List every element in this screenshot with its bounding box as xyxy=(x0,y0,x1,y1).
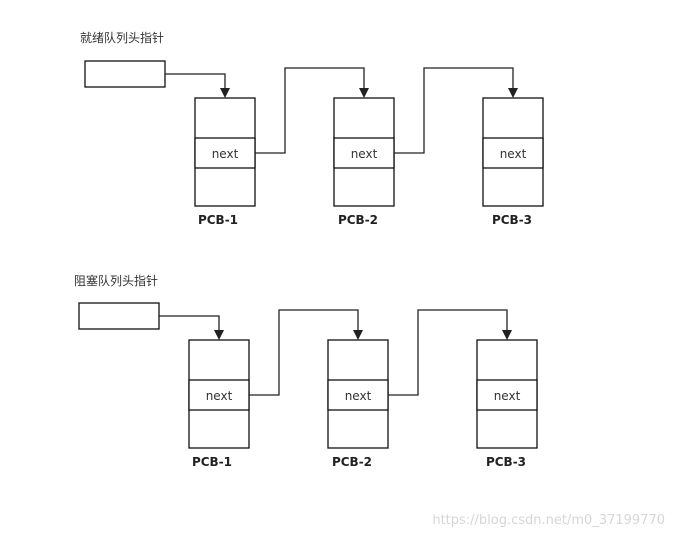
ready-pcb-1: next PCB-1 xyxy=(194,97,256,227)
head-to-pcb-1-arrow xyxy=(165,73,230,98)
ready-queue-head-pointer xyxy=(84,60,166,88)
blocked-queue-title: 阻塞队列头指针 xyxy=(74,273,158,288)
pcb-1-to-pcb-2-arrow xyxy=(249,309,363,396)
ready-pcb-2: next PCB-2 xyxy=(333,97,395,227)
blocked-pcb-2: next PCB-2 xyxy=(327,339,389,469)
pcb-label: PCB-1 xyxy=(198,213,238,227)
next-field-label: next xyxy=(500,147,527,161)
ready-pcb-3: next PCB-3 xyxy=(482,97,544,227)
ready-queue-title: 就绪队列头指针 xyxy=(80,30,164,45)
next-field-label: next xyxy=(345,389,372,403)
ready-queue: 就绪队列头指针 next PCB-1 next PCB-2 next PCB-3 xyxy=(80,30,544,227)
pcb-label: PCB-3 xyxy=(486,455,526,469)
pcb-label: PCB-2 xyxy=(332,455,372,469)
next-field xyxy=(188,379,250,411)
next-field xyxy=(482,137,544,169)
pcb-label: PCB-1 xyxy=(192,455,232,469)
next-field xyxy=(476,379,538,411)
head-to-pcb-1-arrow xyxy=(159,315,224,340)
watermark: https://blog.csdn.net/m0_37199770 xyxy=(432,513,665,528)
next-field xyxy=(327,379,389,411)
pcb-label: PCB-3 xyxy=(492,213,532,227)
pcb-2-to-pcb-3-arrow xyxy=(394,67,518,154)
blocked-pcb-1: next PCB-1 xyxy=(188,339,250,469)
pcb-label: PCB-2 xyxy=(338,213,378,227)
next-field xyxy=(194,137,256,169)
pcb-2-to-pcb-3-arrow xyxy=(388,309,512,396)
blocked-queue: 阻塞队列头指针 next PCB-1 next PCB-2 next PCB-3 xyxy=(74,273,538,469)
next-field-label: next xyxy=(494,389,521,403)
next-field-label: next xyxy=(351,147,378,161)
next-field-label: next xyxy=(212,147,239,161)
pcb-1-to-pcb-2-arrow xyxy=(255,67,369,154)
blocked-pcb-3: next PCB-3 xyxy=(476,339,538,469)
next-field-label: next xyxy=(206,389,233,403)
blocked-queue-head-pointer xyxy=(78,302,160,330)
